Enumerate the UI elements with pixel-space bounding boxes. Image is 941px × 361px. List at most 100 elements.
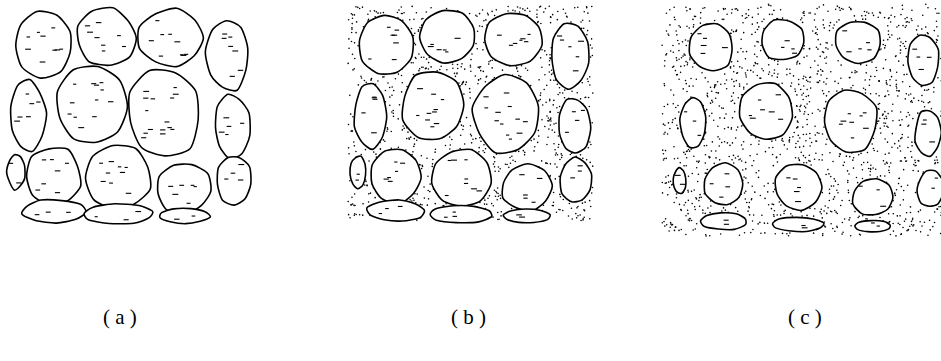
fine-particle bbox=[401, 91, 403, 93]
fine-particle bbox=[391, 111, 393, 113]
fine-particle bbox=[850, 9, 852, 11]
fine-particle bbox=[687, 40, 689, 42]
fine-particle bbox=[809, 145, 811, 147]
fine-particle bbox=[368, 19, 370, 21]
fine-particle bbox=[443, 205, 445, 207]
grain-hatch bbox=[578, 165, 583, 166]
fine-particle bbox=[419, 27, 421, 29]
grain-hatch bbox=[141, 137, 146, 138]
fine-particle bbox=[903, 169, 905, 171]
grain-hatch bbox=[572, 111, 576, 112]
grain-hatch bbox=[191, 185, 195, 186]
grain bbox=[205, 21, 248, 91]
fine-particle bbox=[908, 22, 910, 24]
fine-particle bbox=[554, 163, 556, 165]
fine-particle bbox=[507, 6, 509, 8]
grain-hatch bbox=[164, 121, 169, 122]
grain-hatch bbox=[160, 129, 165, 130]
fine-particle bbox=[493, 163, 495, 165]
fine-particle bbox=[850, 225, 852, 227]
fine-particle bbox=[582, 82, 584, 84]
fine-particle bbox=[668, 175, 670, 177]
fine-particle bbox=[909, 114, 911, 116]
fine-particle bbox=[701, 72, 703, 74]
fine-particle bbox=[425, 67, 427, 69]
fine-particle bbox=[348, 147, 350, 149]
fine-particle bbox=[539, 99, 541, 101]
fine-particle bbox=[717, 126, 719, 128]
fine-particle bbox=[811, 142, 813, 144]
fine-particle bbox=[582, 218, 584, 220]
fine-particle bbox=[461, 63, 463, 65]
fine-particle bbox=[757, 63, 759, 65]
fine-particle bbox=[568, 215, 570, 217]
fine-particle bbox=[826, 95, 828, 97]
fine-particle bbox=[885, 115, 887, 117]
grain-hatch bbox=[172, 194, 178, 195]
fine-particle bbox=[534, 146, 536, 148]
fine-particle bbox=[587, 78, 589, 80]
grain-hatch bbox=[184, 54, 189, 55]
fine-particle bbox=[485, 19, 487, 21]
fine-particle bbox=[399, 104, 401, 106]
fine-particle bbox=[422, 66, 424, 68]
fine-particle bbox=[591, 47, 593, 49]
grain-hatch bbox=[519, 217, 525, 218]
fine-particle bbox=[902, 43, 904, 45]
fine-particle bbox=[493, 156, 495, 158]
fine-particle bbox=[559, 159, 561, 161]
fine-particle bbox=[427, 175, 429, 177]
fine-particle bbox=[470, 59, 472, 61]
fine-particle bbox=[667, 133, 669, 135]
fine-particle bbox=[889, 221, 891, 223]
fine-particle bbox=[429, 183, 431, 185]
grain-hatch bbox=[92, 116, 97, 117]
fine-particle bbox=[892, 120, 894, 122]
fine-particle bbox=[769, 14, 771, 16]
fine-particle bbox=[355, 214, 357, 216]
fine-particle bbox=[402, 129, 404, 131]
fine-particle bbox=[360, 75, 362, 77]
fine-particle bbox=[421, 168, 423, 170]
fine-particle bbox=[900, 41, 902, 43]
grain-hatch bbox=[430, 44, 434, 45]
fine-particle bbox=[491, 59, 493, 61]
grain-hatch bbox=[444, 217, 448, 218]
fine-particle bbox=[582, 157, 584, 159]
fine-particle bbox=[773, 72, 775, 74]
fine-particle bbox=[782, 138, 784, 140]
fine-particle bbox=[839, 153, 841, 155]
fine-particle bbox=[543, 89, 545, 91]
fine-particle bbox=[548, 71, 550, 73]
grain-hatch bbox=[16, 182, 21, 183]
grain bbox=[7, 155, 25, 191]
fine-particle bbox=[588, 97, 590, 99]
fine-particle bbox=[520, 76, 522, 78]
fine-particle bbox=[555, 152, 557, 154]
fine-particle bbox=[380, 148, 382, 150]
grain-hatch bbox=[73, 117, 76, 118]
fine-particle bbox=[936, 12, 938, 14]
fine-particle bbox=[550, 79, 552, 81]
fine-particle bbox=[827, 207, 829, 209]
fine-particle bbox=[663, 133, 665, 135]
fine-particle bbox=[488, 63, 490, 65]
fine-particle bbox=[545, 8, 547, 10]
fine-particle bbox=[936, 26, 938, 28]
fine-particle bbox=[430, 66, 432, 68]
fine-particle bbox=[478, 79, 480, 81]
fine-particle bbox=[551, 74, 553, 76]
fine-particle bbox=[737, 51, 739, 53]
grain-hatch bbox=[576, 56, 580, 57]
fine-particle bbox=[794, 88, 796, 90]
fine-particle bbox=[540, 95, 542, 97]
fine-particle bbox=[348, 48, 350, 50]
grain-hatch bbox=[578, 41, 584, 42]
fine-particle bbox=[671, 224, 673, 226]
fine-particle bbox=[484, 152, 486, 154]
grain-hatch bbox=[509, 45, 513, 46]
fine-particle bbox=[413, 74, 415, 76]
fine-particle bbox=[355, 151, 357, 153]
fine-particle bbox=[489, 195, 491, 197]
fine-particle bbox=[752, 71, 754, 73]
